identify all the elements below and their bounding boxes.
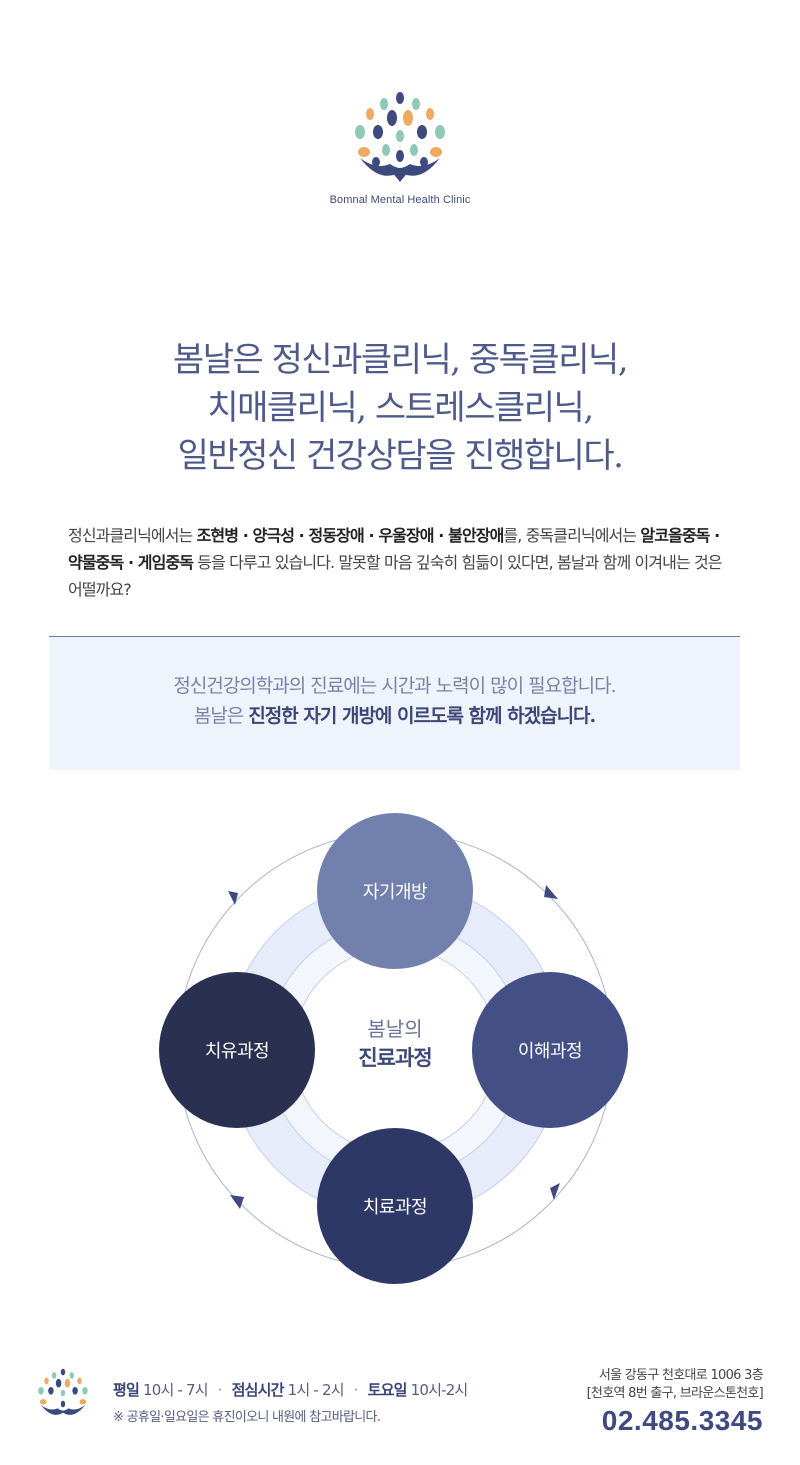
- intro-conditions: 조현병 · 양극성 · 정동장애 · 우울장애 · 불안장애: [196, 526, 505, 545]
- center-label-top: 봄날의: [367, 1017, 423, 1041]
- address-line-2: [천호역 8번 출구, 브라운스톤천호]: [586, 1386, 764, 1401]
- arrow-icon: [228, 891, 238, 905]
- separator: ·: [353, 1381, 359, 1399]
- process-center-label: 봄날의 진료과정: [320, 1015, 470, 1073]
- quote-line-2: 봄날은 진정한 자기 개방에 이르도록 함께 하겠습니다.: [49, 701, 740, 731]
- intro-text-2: 를, 중독클리닉에서는: [503, 526, 641, 545]
- lunch-time: 1시 - 2시: [287, 1381, 345, 1399]
- weekday-time: 10시 - 7시: [142, 1381, 209, 1399]
- address-line-1: 서울 강동구 천호대로 1006 3층: [598, 1368, 764, 1383]
- cycle-rings: [176, 831, 614, 1269]
- tree-hands-icon: [355, 92, 445, 182]
- quote-line-1: 정신건강의학과의 진료에는 시간과 노력이 많이 필요합니다.: [173, 675, 616, 697]
- intro-text-3: 등을 다루고 있습니다. 말못할 마음 깊숙히 힘듦이 있다면, 봄날과 함께 …: [68, 553, 722, 599]
- intro-addictions: 알코올중독 · 약물중독 · 게임중독: [68, 526, 720, 572]
- main-headline: 봄날은 정신과클리닉, 중독클리닉, 치매클리닉, 스트레스클리닉, 일반정신 …: [0, 336, 800, 480]
- saturday-label: 토요일: [367, 1381, 408, 1399]
- stage-treatment: 치료과정: [317, 1128, 473, 1284]
- arrow-icon: [544, 885, 558, 899]
- treatment-process-diagram: 자기개방 이해과정 치료과정 치유과정 봄날의 진료과정: [150, 805, 640, 1295]
- arrow-icon: [550, 1183, 560, 1200]
- clinic-address: 서울 강동구 천호대로 1006 3층 [천호역 8번 출구, 브라운스톤천호]: [586, 1367, 764, 1403]
- opening-hours: 평일 10시 - 7시 · 점심시간 1시 - 2시 · 토요일 10시-2시: [113, 1379, 469, 1400]
- phone-number[interactable]: 02.485.3345: [601, 1405, 763, 1436]
- center-label-bottom: 진료과정: [358, 1046, 432, 1070]
- stage-self-disclosure: 자기개방: [317, 813, 473, 969]
- headline-line-1: 봄날은 정신과클리닉, 중독클리닉,: [172, 340, 629, 380]
- saturday-time: 10시-2시: [410, 1381, 469, 1399]
- quote-box: 정신건강의학과의 진료에는 시간과 노력이 많이 필요합니다. 봄날은 진정한 …: [49, 636, 740, 770]
- holiday-notice: ※ 공휴일·일요일은 휴진이오니 내원에 참고바랍니다.: [113, 1410, 381, 1425]
- intro-text-1: 정신과클리닉에서는: [68, 526, 197, 545]
- quote-prefix: 봄날은: [193, 705, 249, 727]
- clinic-logo: Bomnal Mental Health Clinic: [320, 88, 480, 238]
- separator: ·: [217, 1381, 223, 1399]
- stage-understanding: 이해과정: [472, 972, 628, 1128]
- intro-paragraph: 정신과클리닉에서는 조현병 · 양극성 · 정동장애 · 우울장애 · 불안장애…: [68, 522, 728, 603]
- arrow-icon: [230, 1195, 244, 1209]
- weekday-label: 평일: [113, 1381, 140, 1399]
- footer-logo-icon: [38, 1368, 88, 1415]
- stage-healing: 치유과정: [159, 972, 315, 1128]
- lunch-label: 점심시간: [231, 1381, 285, 1399]
- clinic-name-caption: Bomnal Mental Health Clinic: [329, 194, 471, 206]
- headline-line-2: 치매클리닉, 스트레스클리닉,: [207, 388, 594, 428]
- quote-emphasis: 진정한 자기 개방에 이르도록 함께 하겠습니다.: [248, 705, 596, 727]
- headline-line-3: 일반정신 건강상담을 진행합니다.: [177, 436, 624, 476]
